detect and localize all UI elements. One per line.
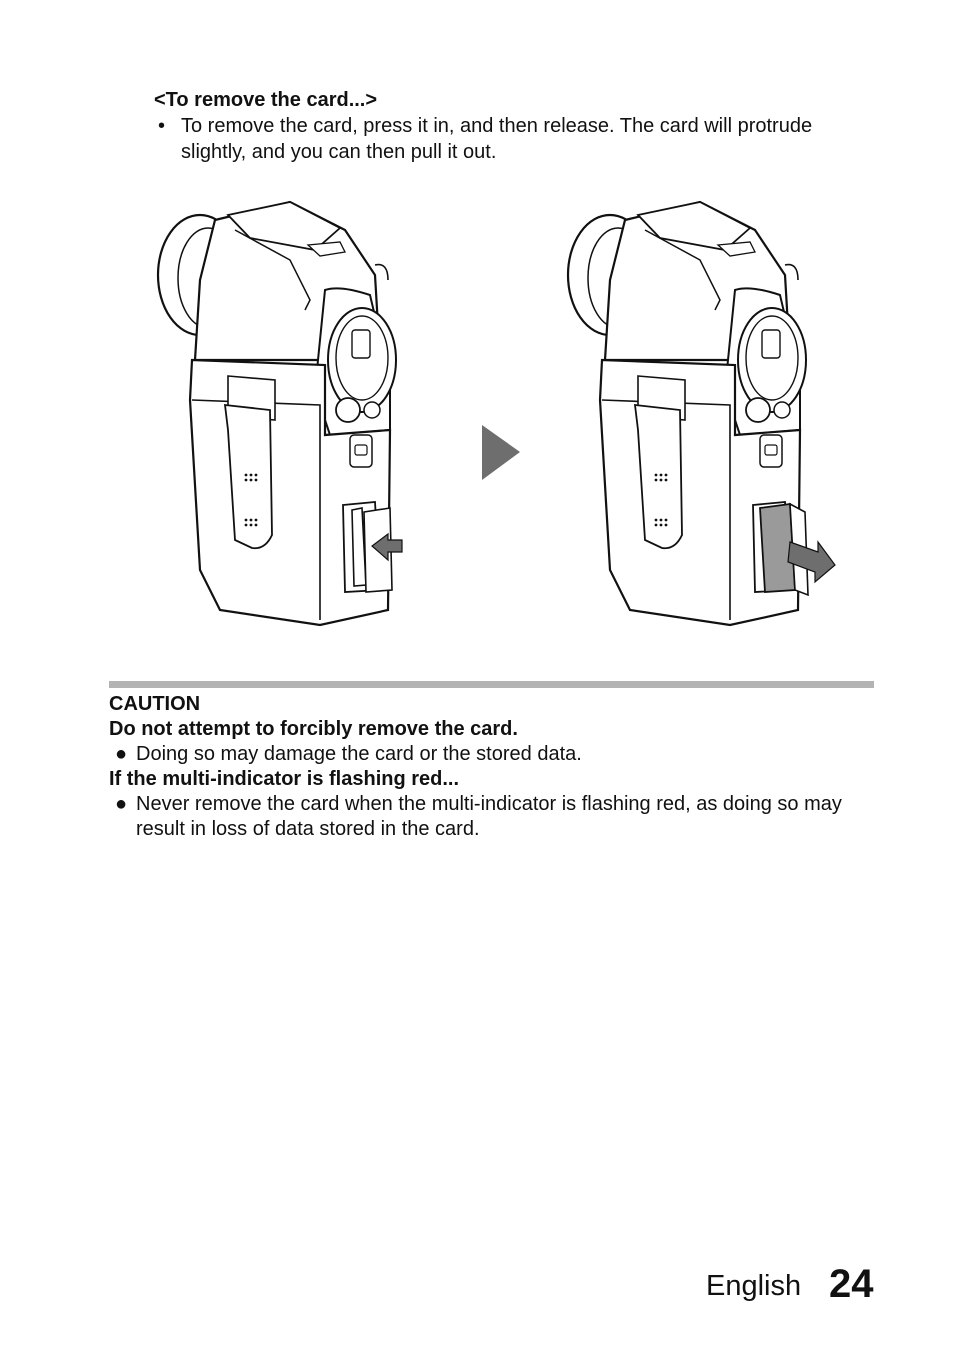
illustration bbox=[140, 190, 860, 650]
caution-heading: Do not attempt to forcibly remove the ca… bbox=[109, 718, 518, 740]
caution-heading: If the multi-indicator is flashing red..… bbox=[109, 768, 460, 790]
instruction-text: To remove the card, press it in, and the… bbox=[181, 115, 813, 163]
camera-card-pushed-in bbox=[156, 200, 403, 627]
caution-text: Never remove the card when the multi-ind… bbox=[136, 793, 842, 840]
footer-language: English bbox=[706, 1270, 802, 1302]
bullet: ● bbox=[115, 793, 128, 815]
caution-title: CAUTION bbox=[109, 693, 201, 715]
instruction-item: • To remove the card, press it in, and t… bbox=[158, 113, 838, 165]
page-number: 24 bbox=[829, 1262, 874, 1306]
camera-card-pulled-out bbox=[566, 200, 836, 627]
section-heading: <To remove the card...> bbox=[154, 89, 378, 111]
section-divider bbox=[109, 681, 874, 688]
bullet: • bbox=[158, 115, 166, 137]
right-triangle-arrow-icon bbox=[482, 425, 520, 480]
caution-text: Doing so may damage the card or the stor… bbox=[136, 743, 582, 765]
caution-item: ● Doing so may damage the card or the st… bbox=[109, 742, 879, 767]
caution-item: ● Never remove the card when the multi-i… bbox=[109, 792, 879, 842]
caution-block: CAUTION Do not attempt to forcibly remov… bbox=[109, 692, 879, 842]
bullet: ● bbox=[115, 743, 128, 765]
